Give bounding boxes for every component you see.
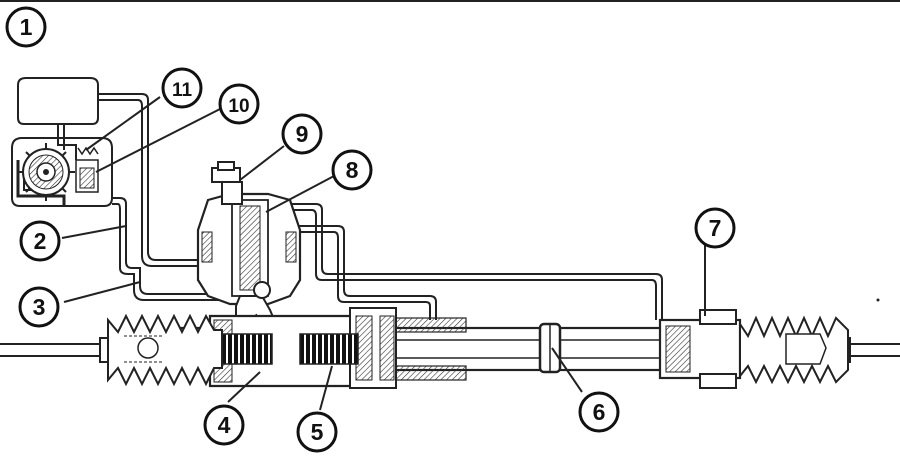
callout-circle	[331, 149, 373, 191]
callout-number: 5	[311, 419, 324, 445]
right-end-housing	[658, 309, 742, 389]
callout-circle	[694, 207, 736, 249]
callout-6: 6	[578, 391, 620, 433]
callout-8: 8	[331, 149, 373, 191]
right-bellows-boot	[739, 315, 849, 385]
callout-3: 3	[18, 286, 60, 328]
callout-circle	[19, 220, 61, 262]
pump-rotor	[17, 143, 75, 201]
leader-10	[95, 107, 223, 173]
cylinder-line-left	[286, 225, 437, 320]
callout-circle	[578, 391, 620, 433]
callouts: 1 2 3 4 5 6 7 8 9 10 11	[5, 6, 736, 453]
callout-7: 7	[694, 207, 736, 249]
valve-housing	[196, 192, 302, 306]
leader-11	[85, 96, 161, 151]
callout-number: 10	[228, 96, 249, 117]
callout-circle	[5, 6, 47, 48]
reservoir	[17, 77, 99, 125]
callout-11: 11	[161, 67, 203, 109]
callout-number: 3	[33, 294, 46, 320]
callout-9: 9	[281, 113, 323, 155]
callout-4: 4	[203, 404, 245, 446]
leader-8	[265, 175, 335, 213]
callout-number: 6	[593, 399, 606, 425]
callout-circle	[296, 411, 338, 453]
cylinder-line-right	[258, 203, 663, 320]
callout-number: 4	[218, 412, 231, 438]
leader-4	[227, 371, 261, 403]
leader-2	[61, 225, 127, 239]
return-line	[98, 93, 218, 267]
callout-2: 2	[19, 220, 61, 262]
small-dot	[876, 298, 880, 302]
leader-3	[63, 281, 141, 303]
left-bellows-boot	[107, 313, 223, 387]
callout-number: 9	[296, 121, 309, 147]
callout-circle	[281, 113, 323, 155]
callout-10: 10	[218, 83, 260, 125]
piston	[538, 322, 562, 374]
leader-6	[551, 347, 583, 393]
callout-number: 11	[172, 80, 193, 101]
pressure-line	[112, 197, 230, 301]
leader-lines	[61, 96, 706, 411]
callout-1: 1	[5, 6, 47, 48]
leader-5	[319, 365, 333, 411]
pump-internal-lines	[57, 124, 77, 160]
callout-5: 5	[296, 411, 338, 453]
callout-number: 2	[34, 228, 47, 254]
callout-circle	[18, 286, 60, 328]
callout-number: 8	[346, 157, 359, 183]
leader-9	[239, 145, 285, 181]
callout-circle	[161, 67, 203, 109]
callout-circle	[203, 404, 245, 446]
flow-control-valve	[75, 146, 99, 193]
callout-circle	[218, 83, 260, 125]
callout-number: 1	[20, 14, 33, 40]
callout-number: 7	[709, 215, 722, 241]
